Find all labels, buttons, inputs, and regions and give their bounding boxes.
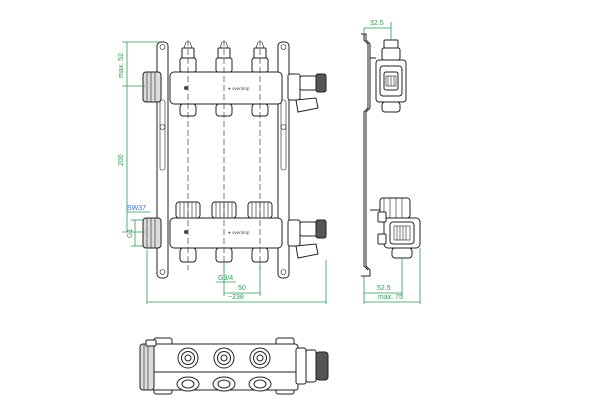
bottom-outlets <box>179 247 269 263</box>
front-view: ● oventrop ● oventrop <box>142 40 327 279</box>
top-outlets <box>179 103 269 117</box>
side-view <box>361 33 421 277</box>
dim-max-75: max. 75 <box>378 294 403 301</box>
logo-bottom: ● oventrop <box>228 230 250 235</box>
dim-g34: G3/4 <box>218 275 233 282</box>
dim-200: 200 <box>118 154 125 166</box>
top-view-outlets <box>177 347 271 369</box>
top-view-knobs <box>176 376 272 392</box>
top-view <box>139 337 329 395</box>
dim-g1: G1 <box>127 229 134 238</box>
dim-50: 50 <box>238 285 246 292</box>
dim-max-52: max. 52 <box>118 53 125 78</box>
logo-top: ● oventrop <box>228 86 250 91</box>
dim-52-5: 52.5 <box>377 285 391 292</box>
bottom-valves <box>175 201 273 219</box>
dim-32-5: 32.5 <box>370 20 384 27</box>
label-sw37: SW37 <box>127 205 146 212</box>
front-dimensions: max. 52 200 SW37 G1 G3/4 50 ~238 <box>118 41 327 304</box>
dim-238: ~238 <box>228 294 244 301</box>
side-dimensions: 32.5 52.5 max. 75 <box>363 20 421 304</box>
